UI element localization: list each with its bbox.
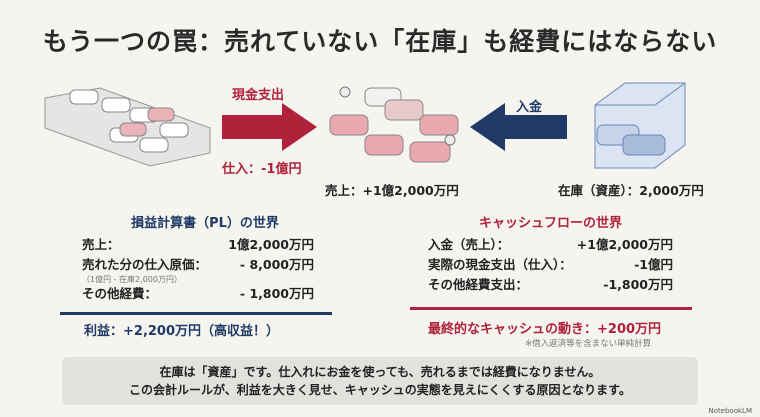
pl-row: 売れた分の仕入原価：- 8,000万円 [82, 257, 314, 272]
purchase-label: 仕入：-1億円 [222, 162, 302, 177]
pl-row-note: （1億円 - 在庫2,000万円） [82, 275, 182, 284]
cf-section: キャッシュフローの世界 入金（売上）：+1億2,000万円 実際の現金支出（仕入… [428, 212, 673, 295]
pl-result: 利益：+2,200万円（高収益！） [84, 324, 280, 339]
pl-row: その他経費：- 1,800万円 [82, 286, 314, 301]
inventory-label: 在庫（資産）：2,000万円 [558, 183, 704, 198]
cf-row: その他経費支出：-1,800万円 [428, 277, 673, 292]
sales-label: 売上：+1億2,000万円 [325, 183, 459, 198]
cf-heading: キャッシュフローの世界 [478, 216, 622, 231]
cf-row: 実際の現金支出（仕入）：-1億円 [428, 257, 673, 272]
summary-note: 在庫は「資産」です。仕入れにお金を使っても、売れるまでは経費になりません。 この… [62, 357, 698, 405]
pl-row: 売上：1億2,000万円 [82, 237, 314, 252]
page-title: もう一つの罠：売れていない「在庫」も経費にはならない [42, 27, 718, 56]
cash-out-arrow [222, 103, 317, 151]
sold-cars-illustration [329, 86, 459, 163]
watermark: NotebookLM [708, 407, 752, 415]
cash-in-arrow [470, 103, 567, 151]
pl-section: 損益計算書（PL）の世界 売上：1億2,000万円 売れた分の仕入原価：- 8,… [82, 212, 314, 304]
cf-row: 入金（売上）：+1億2,000万円 [428, 237, 673, 252]
cash-out-label: 現金支出 [232, 88, 285, 103]
cash-in-label: 入金 [516, 100, 543, 115]
pl-heading: 損益計算書（PL）の世界 [131, 216, 279, 231]
cf-divider [410, 307, 692, 310]
car-transport-truck-illustration [44, 87, 211, 167]
cf-footnote: ※借入返済等を含まない単純計算 [525, 339, 652, 349]
cf-result: 最終的なキャッシュの動き：+200万円 [428, 322, 662, 337]
inventory-box-illustration [594, 82, 686, 169]
pl-divider [60, 312, 332, 315]
